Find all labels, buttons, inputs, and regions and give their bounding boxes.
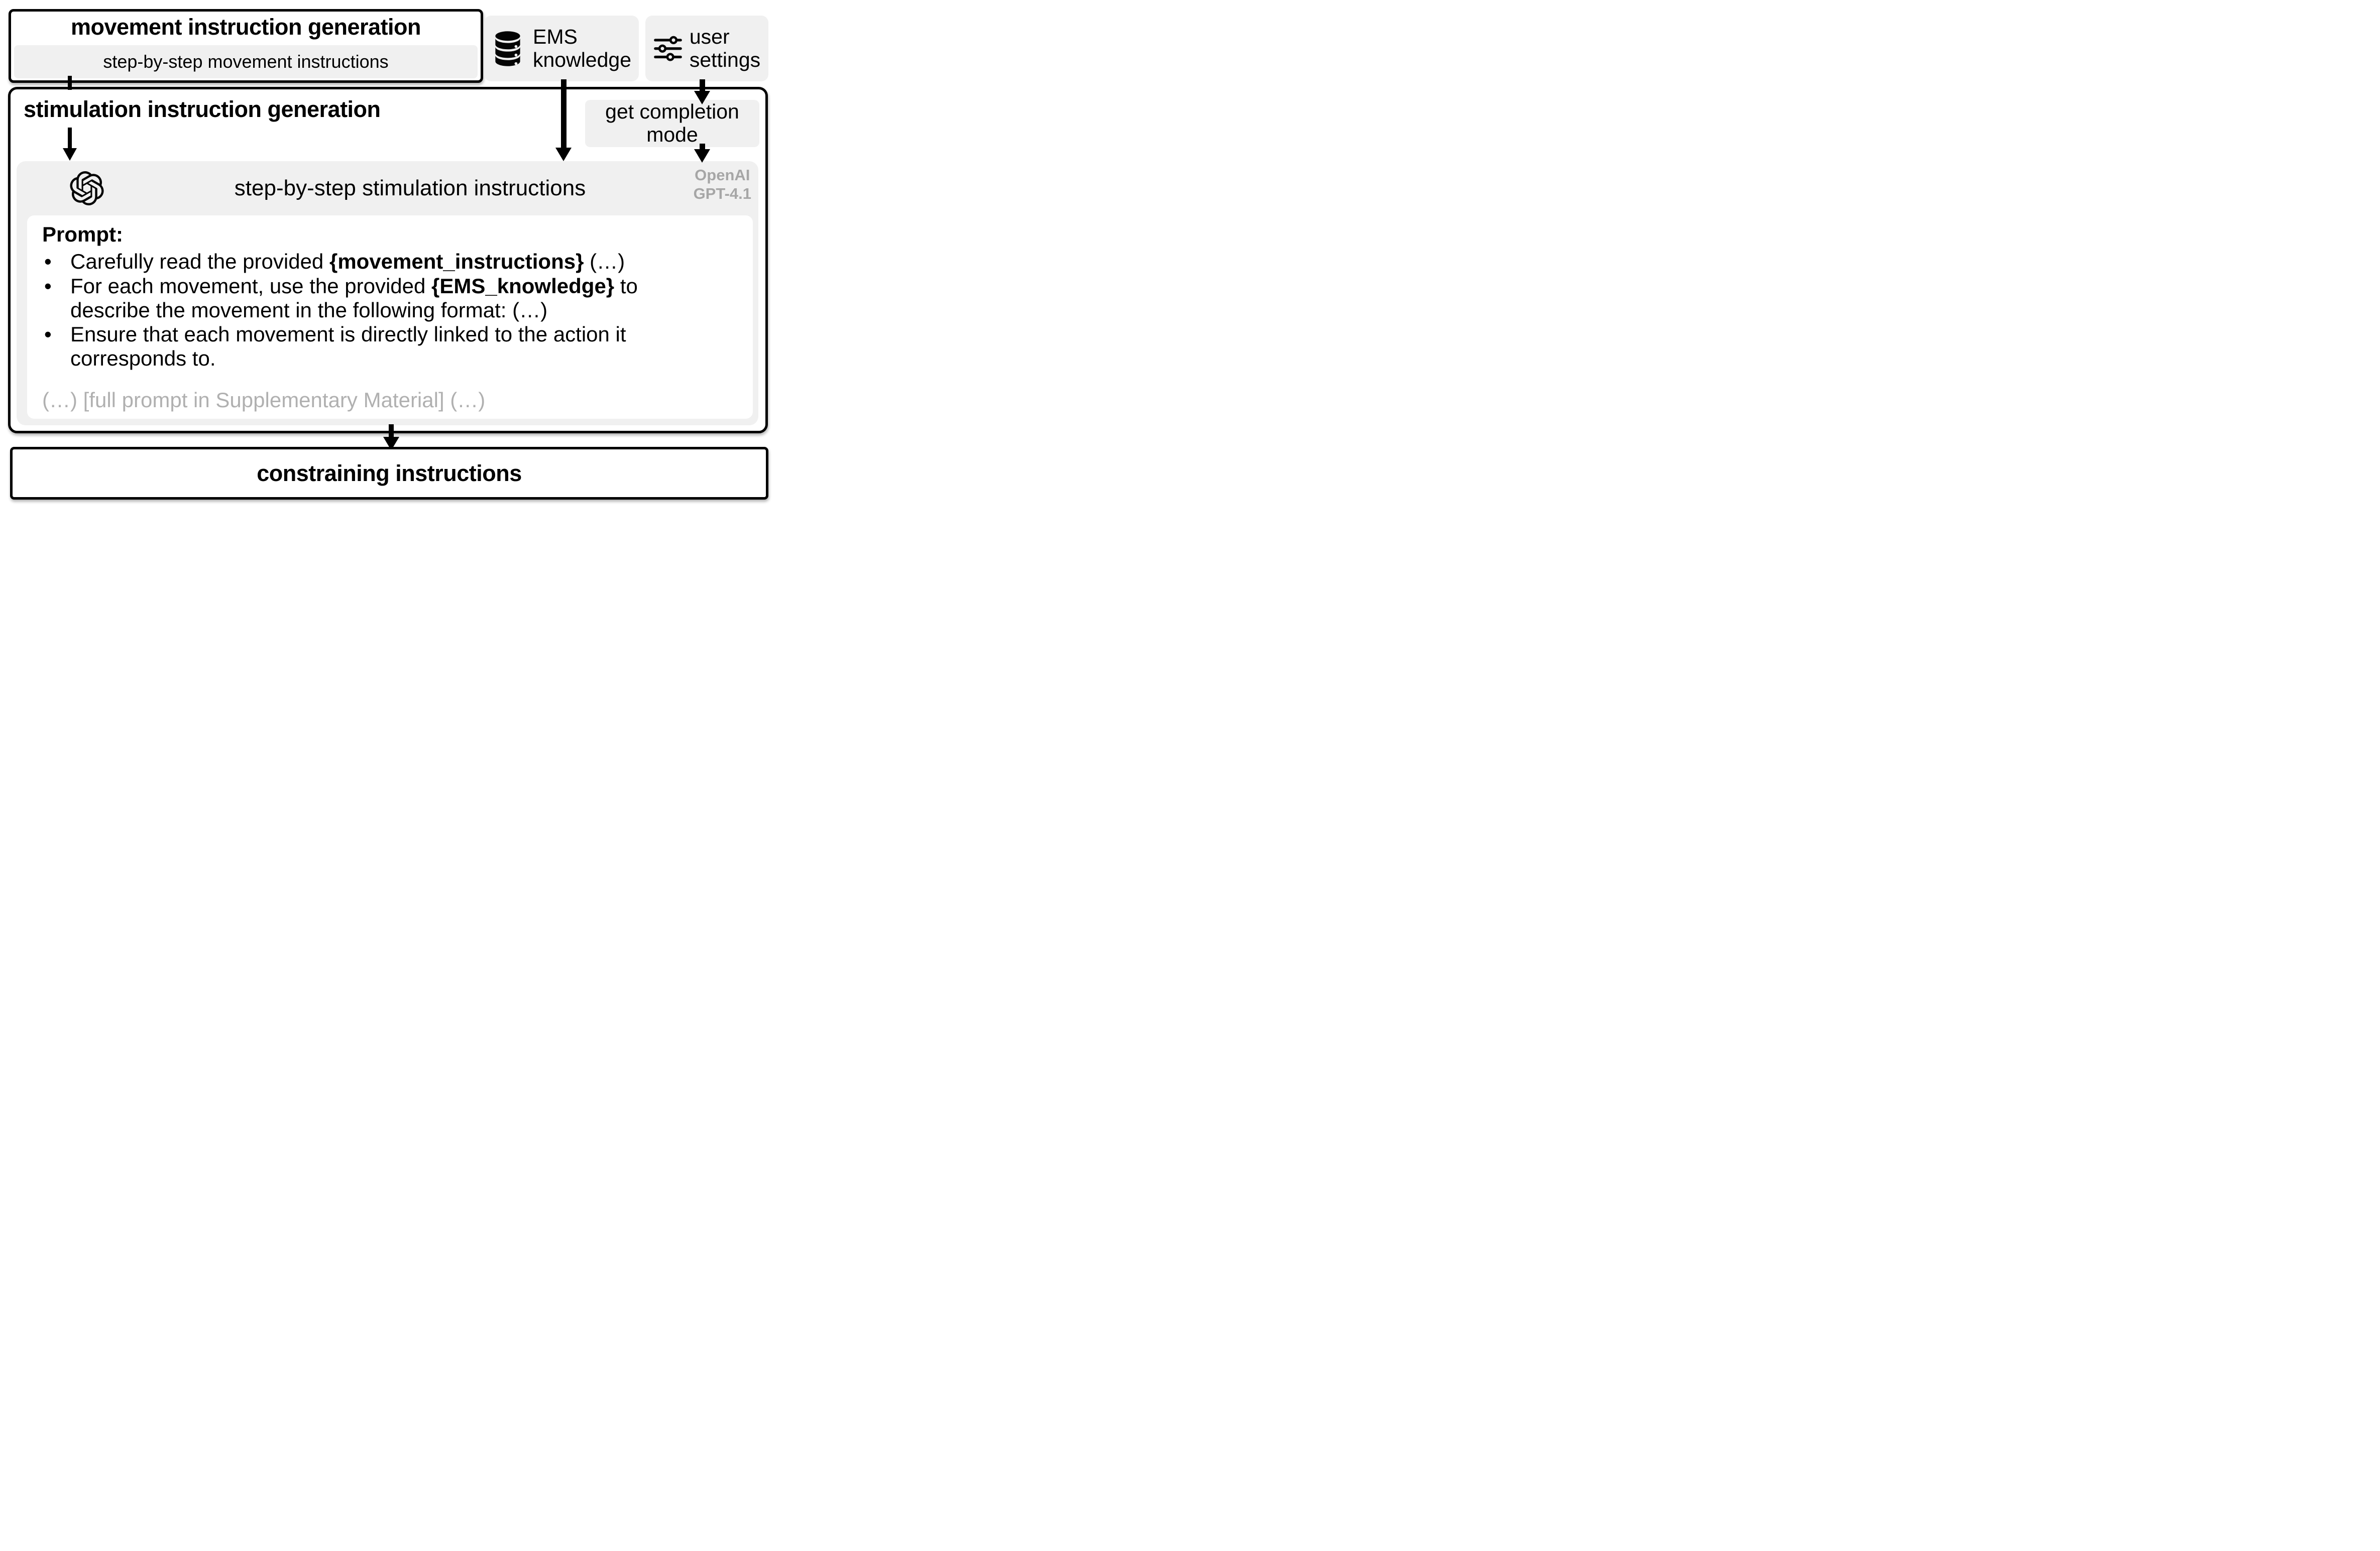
stimulation-stage-title: stimulation instruction generation xyxy=(24,96,381,122)
get-completion-mode-box: get completion mode xyxy=(585,100,759,147)
stimulation-stage-box: stimulation instruction generation get c… xyxy=(8,87,768,433)
prompt-box: Prompt: Carefully read the provided {mov… xyxy=(27,215,753,419)
movement-artifact-label: step-by-step movement instructions xyxy=(103,51,389,72)
prompt-bullet-list: Carefully read the provided {movement_in… xyxy=(42,250,741,371)
openai-logo-icon xyxy=(70,171,104,205)
sliders-icon xyxy=(654,36,682,61)
user-settings-box: user settings xyxy=(645,16,768,81)
prompt-bullet-2: For each movement, use the provided {EMS… xyxy=(42,274,741,323)
output-stage-box: constraining instructions xyxy=(10,447,768,500)
ems-knowledge-box: EMS knowledge xyxy=(484,16,639,81)
movement-artifact-bar: step-by-step movement instructions xyxy=(14,45,478,78)
movement-stage-box: movement instruction generation step-by-… xyxy=(9,9,483,83)
llm-panel: step-by-step stimulation instructions Op… xyxy=(17,161,758,425)
prompt-bullet-1: Carefully read the provided {movement_in… xyxy=(42,250,741,274)
llm-header-label: step-by-step stimulation instructions xyxy=(234,176,586,200)
movement-stage-title: movement instruction generation xyxy=(70,14,421,40)
pipeline-figure: movement instruction generation step-by-… xyxy=(0,0,776,506)
llm-header-row: step-by-step stimulation instructions Op… xyxy=(17,161,758,215)
ems-knowledge-label: EMS knowledge xyxy=(532,25,632,71)
database-icon xyxy=(495,31,520,66)
prompt-bullet-3: Ensure that each movement is directly li… xyxy=(42,322,741,371)
output-stage-title: constraining instructions xyxy=(257,460,522,486)
prompt-heading: Prompt: xyxy=(42,222,123,246)
prompt-footnote: (…) [full prompt in Supplementary Materi… xyxy=(42,388,486,412)
llm-model-label: OpenAI GPT-4.1 xyxy=(693,166,751,202)
user-settings-label: user settings xyxy=(689,25,761,71)
